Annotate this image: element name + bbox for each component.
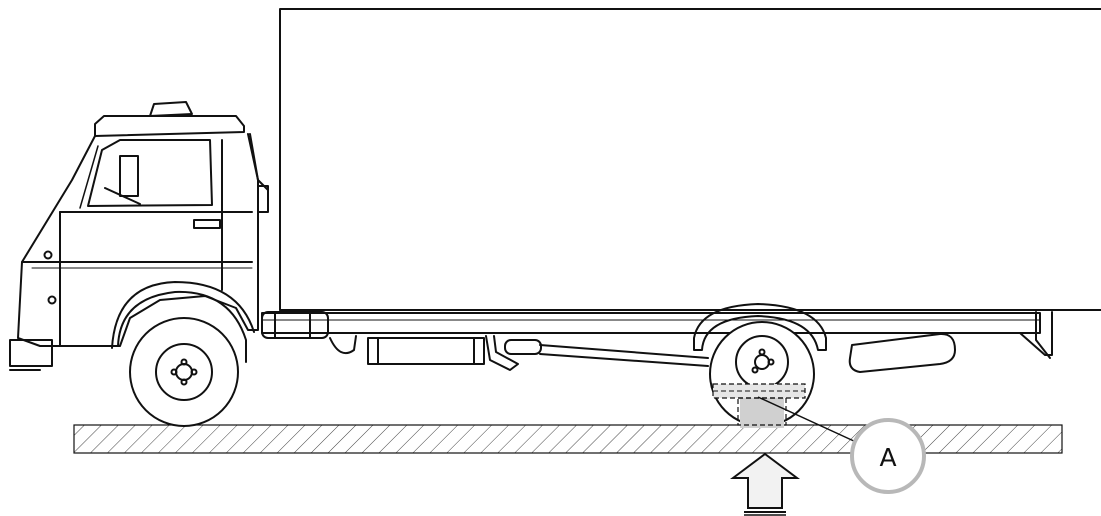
callout-a: A <box>850 418 926 494</box>
truck-cab <box>9 101 269 371</box>
callout-label: A <box>879 443 896 472</box>
rear-wheel <box>693 303 827 427</box>
front-wheel <box>111 281 255 427</box>
jack-support-pad <box>712 383 806 428</box>
cargo-box <box>279 8 1101 311</box>
up-arrow-icon <box>730 452 800 516</box>
undercarriage-parts <box>261 311 956 373</box>
callout-leader-line <box>757 396 857 443</box>
